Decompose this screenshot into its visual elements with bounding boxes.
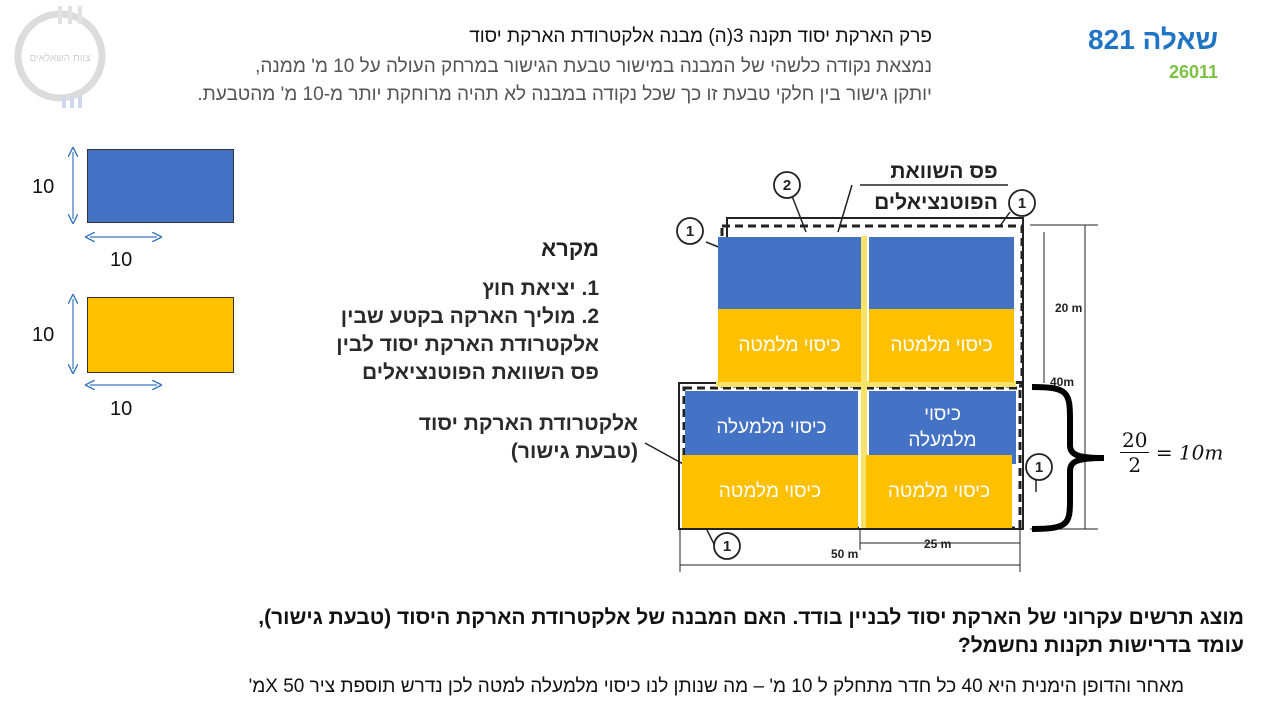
dim-40m-label: 40m <box>1050 375 1074 389</box>
marker-1-top-left-label: 1 <box>686 223 694 240</box>
equalization-bar-line-1: פס השוואת <box>890 160 997 183</box>
legend-item-2-num: 2. <box>581 305 599 328</box>
cell-bot-right-gold: כיסוי מלמטה <box>866 455 1012 528</box>
electrode-label-line-2: (טבעת גישור) <box>510 440 638 463</box>
logo: צוות השאלאים <box>6 4 114 110</box>
lower-ring-dashed <box>682 386 1022 530</box>
logo-text: צוות השאלאים <box>30 52 91 64</box>
cell-mid-left-blue: כיסוי מלמעלה <box>685 391 858 464</box>
cell-top-right-blue <box>869 237 1014 309</box>
marker-2-label: 2 <box>783 177 791 194</box>
marker2-leader <box>791 195 807 233</box>
logo-graphic: צוות השאלאים <box>14 6 106 108</box>
sample-dimension-arrows <box>0 0 260 420</box>
equalization-bar-line-2: הפוטנציאלים <box>874 191 998 214</box>
marker-1-right <box>1025 453 1053 481</box>
electrode-label: אלקטרודת הארקת יסוד (טבעת גישור) <box>419 410 638 466</box>
cell-mid-right-blue: כיסוי מלמעלה <box>869 391 1016 464</box>
marker-1-right-label: 1 <box>1035 459 1043 476</box>
answer-text: מאחר והדופן הימנית היא 40 כל חדר מתחלק ל… <box>248 676 1184 697</box>
marker-1-bottom-label: 1 <box>723 538 731 555</box>
marker-1-top-left <box>676 217 704 245</box>
header-line-1: פרק הארקת יסוד תקנה 3(ה) מבנה אלקטרודת ה… <box>469 26 932 47</box>
cell-top-left-blue <box>718 237 861 309</box>
bar-leader-a <box>837 184 853 233</box>
question-code: 26011 <box>1168 62 1218 82</box>
bracket-brace <box>1031 384 1105 532</box>
cell-bot-left-gold: כיסוי מלמטה <box>682 455 858 528</box>
sample-blue-height-label: 10 <box>32 176 55 198</box>
sample-gold-width-label: 10 <box>110 398 133 420</box>
sample-gold-height-label: 10 <box>32 324 55 346</box>
legend-item-2-line-2: אלקטרודת הארקת יסוד לבין <box>336 333 599 356</box>
cell-top-left-gold: כיסוי מלמטה <box>718 309 861 382</box>
dim-20m-label: 20 m <box>1055 301 1082 315</box>
legend-title: מקרא <box>541 236 599 261</box>
formula-numerator: 20 <box>1120 428 1150 453</box>
marker-2 <box>773 171 801 199</box>
formula: 20 2 = 10m <box>1120 428 1223 477</box>
marker-1-bottom <box>713 532 741 560</box>
question-line-2: עומד בדרישות תקנות נחשמל? <box>957 634 1244 657</box>
electrode-label-line-1: אלקטרודת הארקת יסוד <box>418 412 638 435</box>
legend-item-2-line-3: פס השוואת הפוטנציאלים <box>362 361 599 384</box>
sample-blue-width-label: 10 <box>110 249 133 271</box>
dim-25m-label: 25 m <box>924 537 951 551</box>
legend-item-1-label: יציאת חוץ <box>482 277 576 300</box>
legend-item-2-line-1: מוליך הארקה בקטע שבין <box>340 305 576 328</box>
legend-item-1: 1. יציאת חוץ <box>482 275 599 303</box>
dim-50m-label: 50 m <box>831 547 858 561</box>
question-text: מוצג תרשים עקרוני של הארקת יסוד לבניין ב… <box>258 604 1244 660</box>
building-diagram: 1 2 1 1 1 20 m 40m 25 m 50 m פס השוואת ה… <box>644 160 1105 572</box>
marker-1-top-right-label: 1 <box>1018 195 1026 212</box>
header-line-3: יותקן גישור בין חלקי טבעת זו כך שכל נקוד… <box>197 84 932 105</box>
electrode-leader <box>644 442 686 466</box>
formula-result: = 10m <box>1155 440 1224 465</box>
question-title: שאלה 821 <box>1088 24 1218 55</box>
sample-gold-square <box>87 297 234 373</box>
formula-denominator: 2 <box>1128 453 1142 477</box>
cell-top-right-gold: כיסוי מלמטה <box>869 309 1014 382</box>
marker1-topright-leader <box>999 211 1011 227</box>
header-line-2: נמצאת נקודה כלשהי של המבנה במישור טבעת ה… <box>255 56 932 77</box>
sample-blue-square <box>87 149 234 223</box>
marker-1-top-right <box>1008 189 1036 217</box>
question-line-1: מוצג תרשים עקרוני של הארקת יסוד לבניין ב… <box>258 606 1244 629</box>
legend-item-1-num: 1. <box>581 277 599 300</box>
legend-item-2: 2. מוליך הארקה בקטע שבין אלקטרודת הארקת … <box>336 303 599 387</box>
